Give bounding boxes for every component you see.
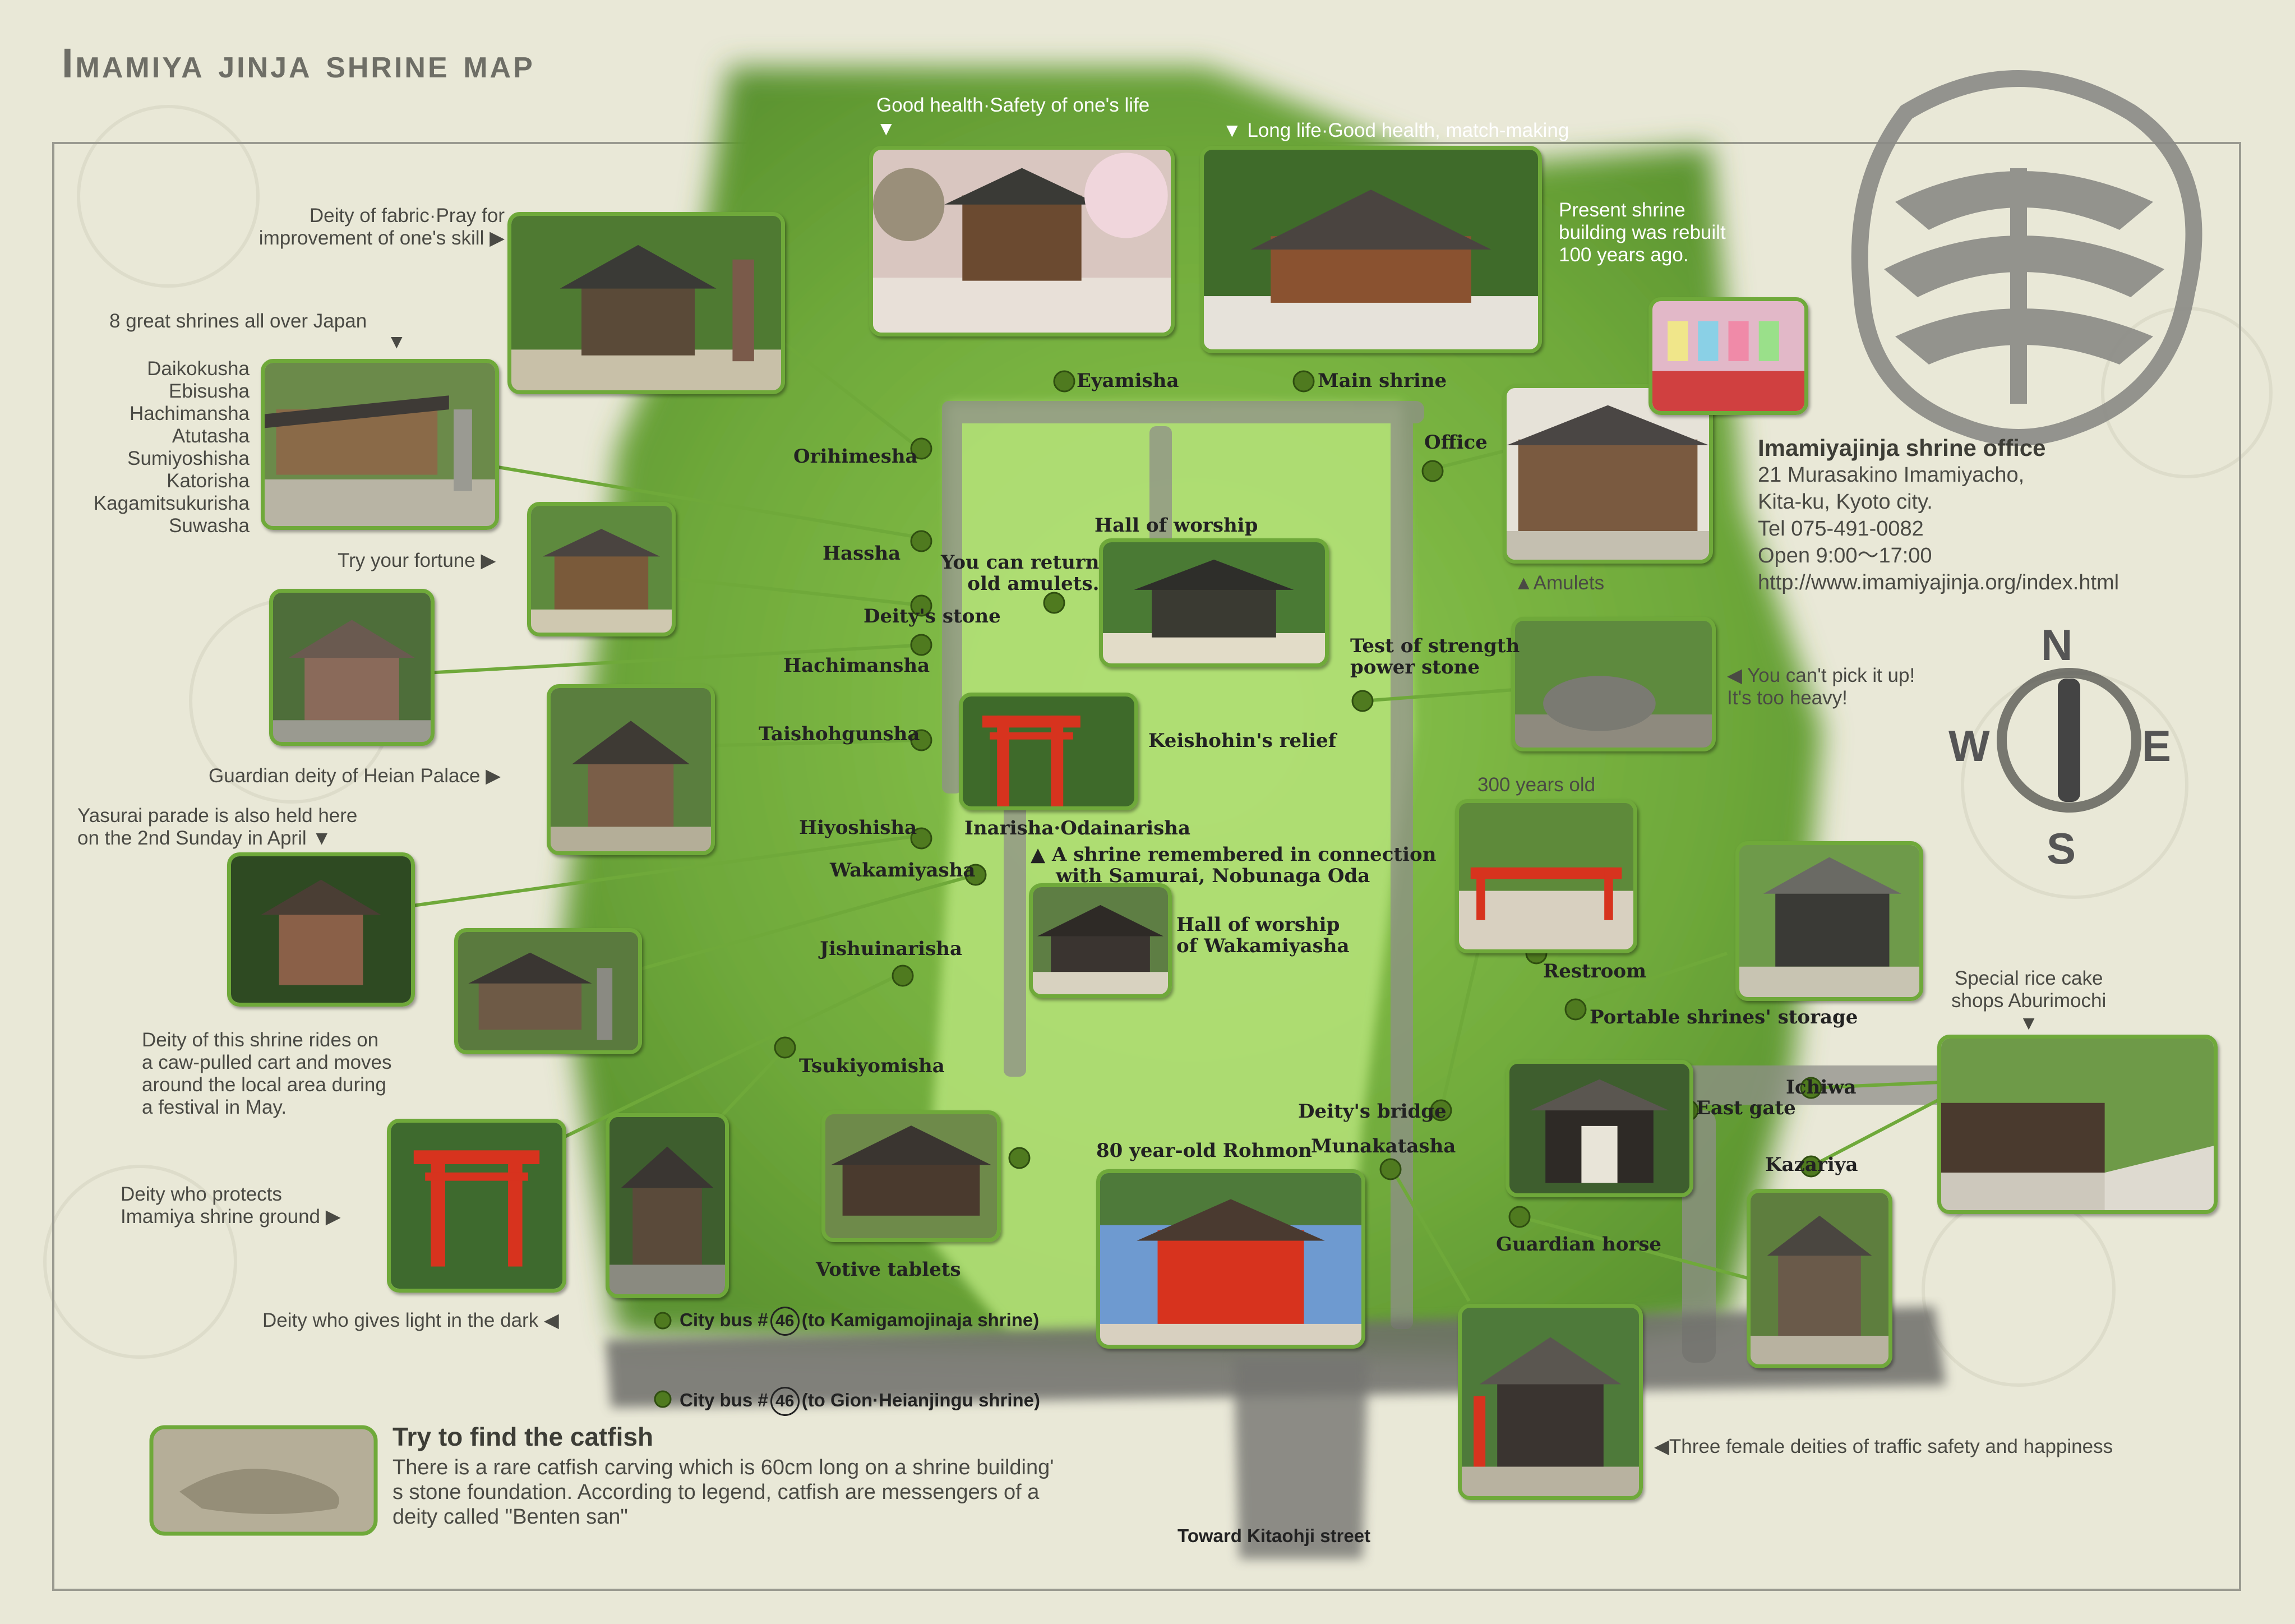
compass-n: N xyxy=(2041,620,2073,670)
label-jishuinarisha[interactable]: Jishuinarisha xyxy=(820,938,962,960)
photo-hiyoshisha[interactable] xyxy=(227,852,415,1007)
label-restroom[interactable]: Restroom xyxy=(1543,960,1646,982)
note-amulets: ▲Amulets xyxy=(1514,572,1605,594)
label-hassha[interactable]: Hassha xyxy=(823,542,901,565)
label-return-amulets[interactable]: You can return old amulets. xyxy=(941,551,1100,595)
label-hall-wakamiya[interactable]: Hall of worship of Wakamiyasha xyxy=(1176,913,1350,957)
label-deity-stone[interactable]: Deity's stone xyxy=(863,605,1001,628)
label-keishohin[interactable]: Keishohin's relief xyxy=(1148,730,1337,752)
compass-ring xyxy=(1997,668,2141,813)
compass-e: E xyxy=(2142,721,2172,771)
note-heian: Guardian deity of Heian Palace ▶ xyxy=(209,765,501,787)
pine-crest-icon xyxy=(1851,70,2202,446)
photo-eyamisha[interactable] xyxy=(869,146,1175,336)
label-eyamisha[interactable]: Eyamisha xyxy=(1077,370,1179,392)
photo-fortune[interactable] xyxy=(527,502,676,636)
down-arrow-icon: ▼ xyxy=(387,331,407,353)
photo-portable-storage[interactable] xyxy=(1735,841,1923,1001)
note-light: Deity who gives light in the dark ◀ xyxy=(262,1309,559,1331)
photo-amulets[interactable] xyxy=(1648,297,1808,415)
photo-orihimesha[interactable] xyxy=(507,212,785,394)
label-hachimansha[interactable]: Hachimansha xyxy=(783,654,930,677)
label-munakatasha[interactable]: Munakatasha xyxy=(1311,1135,1456,1157)
note-long-life: ▼ Long life·Good health, match-making xyxy=(1222,119,1569,141)
photo-rohmon[interactable] xyxy=(1096,1169,1365,1349)
note-yasurai: Yasurai parade is also held here on the … xyxy=(77,805,358,849)
label-strength[interactable]: Test of strength power stone xyxy=(1350,635,1520,679)
label-kazariya[interactable]: Kazariya xyxy=(1765,1154,1858,1176)
note-traffic: ◀Three female deities of traffic safety … xyxy=(1654,1436,2113,1457)
photo-deity-protects[interactable] xyxy=(387,1119,566,1293)
photo-hachimansha[interactable] xyxy=(269,589,435,746)
note-three-hundred: 300 years old xyxy=(1477,774,1596,796)
note-good-health: Good health·Safety of one's life xyxy=(876,94,1150,116)
photo-taishohgunsha[interactable] xyxy=(547,684,715,855)
label-portable[interactable]: Portable shrines' storage xyxy=(1590,1006,1858,1028)
label-deity-bridge[interactable]: Deity's bridge xyxy=(1298,1100,1447,1123)
note-eight-shrines: 8 great shrines all over Japan xyxy=(109,310,367,332)
photo-power-stone[interactable] xyxy=(1511,617,1716,751)
compass-w: W xyxy=(1948,721,1990,771)
label-hiyoshisha[interactable]: Hiyoshisha xyxy=(799,816,917,839)
label-rohmon[interactable]: 80 year-old Rohmon xyxy=(1096,1139,1312,1162)
office-url[interactable]: http://www.imamiyajinja.org/index.html xyxy=(1758,571,2119,594)
photo-office[interactable] xyxy=(1503,384,1713,564)
note-heavy: ◀ You can't pick it up! It's too heavy! xyxy=(1727,665,1915,709)
photo-hassha[interactable] xyxy=(261,359,499,530)
label-taishohgunsha[interactable]: Taishohgunsha xyxy=(759,723,920,745)
office-info: Imamiyajinja shrine office 21 Murasakino… xyxy=(1758,435,2119,596)
bus-north[interactable]: City bus #46(to Kamigamojinaja shrine) xyxy=(680,1307,1039,1336)
note-protects: Deity who protects Imamiya shrine ground… xyxy=(121,1183,341,1228)
photo-tsukiyomisha[interactable] xyxy=(606,1113,729,1298)
catfish-title: Try to find the catfish xyxy=(392,1422,654,1451)
label-main-shrine[interactable]: Main shrine xyxy=(1318,370,1447,392)
note-present-building: Present shrine building was rebuilt 100 … xyxy=(1559,199,1726,266)
note-fabric: Deity of fabric·Pray for improvement of … xyxy=(258,205,505,249)
photo-inarisha[interactable] xyxy=(959,693,1138,810)
compass-s: S xyxy=(2047,824,2076,873)
label-tsukiyomisha[interactable]: Tsukiyomisha xyxy=(799,1055,945,1077)
catfish-text: There is a rare catfish carving which is… xyxy=(392,1456,1054,1529)
label-wakamiyasha[interactable]: Wakamiyasha xyxy=(830,859,976,882)
label-office[interactable]: Office xyxy=(1424,431,1488,454)
photo-wakamiyasha[interactable] xyxy=(454,928,642,1054)
label-ichiwa[interactable]: Ichiwa xyxy=(1786,1076,1857,1099)
photo-main-shrine[interactable] xyxy=(1200,146,1542,353)
label-east-gate[interactable]: East gate xyxy=(1696,1097,1796,1119)
label-samurai: ▲ A shrine remembered in connection with… xyxy=(1031,843,1437,887)
photo-hall-of-worship[interactable] xyxy=(1099,538,1329,667)
label-guardian-horse[interactable]: Guardian horse xyxy=(1496,1233,1662,1256)
label-hall-of-worship[interactable]: Hall of worship xyxy=(1095,514,1258,537)
photo-munakatasha[interactable] xyxy=(1458,1304,1643,1500)
down-arrow-icon: ▼ xyxy=(876,118,896,140)
photo-east-gate[interactable] xyxy=(1506,1060,1693,1197)
bus-south[interactable]: City bus #46(to Gion·Heianjingu shrine) xyxy=(680,1387,1040,1416)
office-heading: Imamiyajinja shrine office xyxy=(1758,435,2046,461)
photo-deity-bridge[interactable] xyxy=(1455,799,1637,953)
photo-wakamiyasha-hall[interactable] xyxy=(1029,883,1172,998)
note-fortune: Try your fortune ▶ xyxy=(338,550,496,571)
note-rice-cake: Special rice cake shops Aburimochi ▼ xyxy=(1951,967,2107,1034)
photo-votive-tablets[interactable] xyxy=(821,1110,1001,1242)
label-orihimesha[interactable]: Orihimesha xyxy=(793,445,918,468)
photo-aburimochi-shops[interactable] xyxy=(1937,1035,2218,1214)
label-inarisha[interactable]: Inarisha·Odainarisha xyxy=(964,817,1191,839)
note-kitaohji: Toward Kitaohji street xyxy=(1177,1525,1371,1546)
page-title: Imamiya jinja shrine map xyxy=(62,40,535,86)
label-votive[interactable]: Votive tablets xyxy=(816,1258,961,1281)
photo-guardian-horse[interactable] xyxy=(1747,1189,1892,1368)
